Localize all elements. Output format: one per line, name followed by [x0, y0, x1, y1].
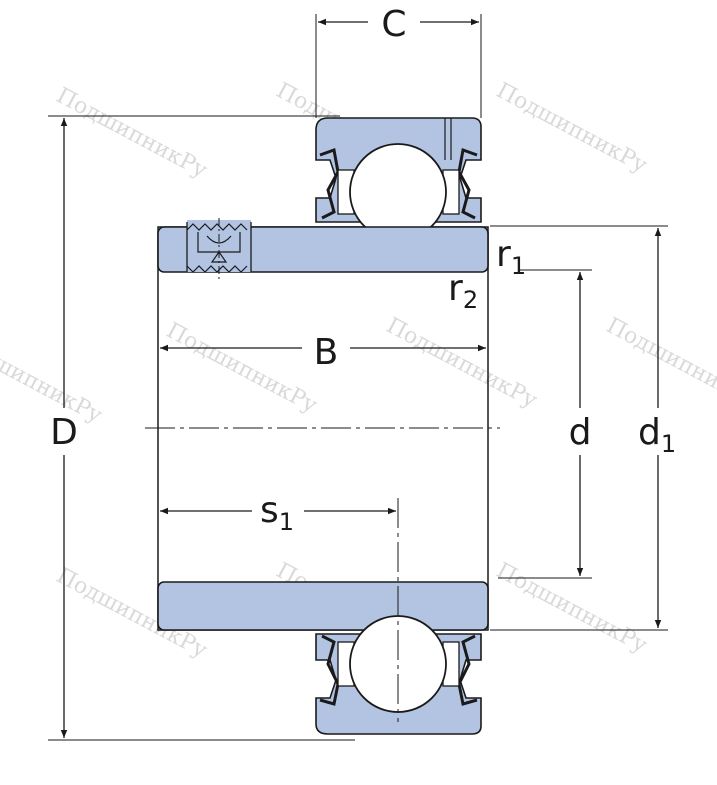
extension-lines — [48, 14, 668, 741]
label-r2-main: r — [448, 268, 463, 309]
watermark-5: ПодшипникРу — [162, 318, 321, 418]
label-r1: r1 — [496, 234, 526, 280]
label-r2: r2 — [448, 268, 478, 314]
label-r2-sub: 2 — [463, 286, 478, 314]
label-r1-main: r — [496, 234, 511, 275]
watermark-7: ПодшипникРу — [602, 313, 717, 413]
upper-bearing-section — [315, 117, 482, 241]
lower-inner-ring — [157, 581, 489, 631]
label-r1-sub: 1 — [511, 252, 526, 280]
label-width: B — [314, 332, 339, 373]
watermark-1: ПодшипникРу — [52, 83, 211, 183]
upper-left-seal — [319, 147, 340, 220]
label-s1-main: s — [260, 490, 279, 531]
watermark-3: ПодшипникРу — [492, 78, 651, 178]
label-d1-sub: 1 — [661, 430, 676, 458]
upper-ball — [349, 143, 447, 241]
label-d1-main: d — [638, 412, 661, 453]
set-screw — [186, 218, 252, 280]
upper-right-seal — [457, 147, 478, 220]
label-outer-diameter: D — [50, 412, 78, 453]
lower-right-seal — [457, 634, 478, 706]
label-c: C — [381, 4, 406, 45]
label-s1-sub: 1 — [279, 508, 294, 536]
label-d1: d1 — [638, 412, 676, 458]
lower-left-seal — [319, 634, 340, 706]
watermark-10: ПодшипникРу — [492, 558, 651, 658]
watermark-6: ПодшипникРу — [382, 313, 541, 413]
label-s1: s1 — [260, 490, 294, 536]
label-bore-diameter: d — [569, 412, 592, 453]
dimension-arrows — [60, 18, 662, 738]
